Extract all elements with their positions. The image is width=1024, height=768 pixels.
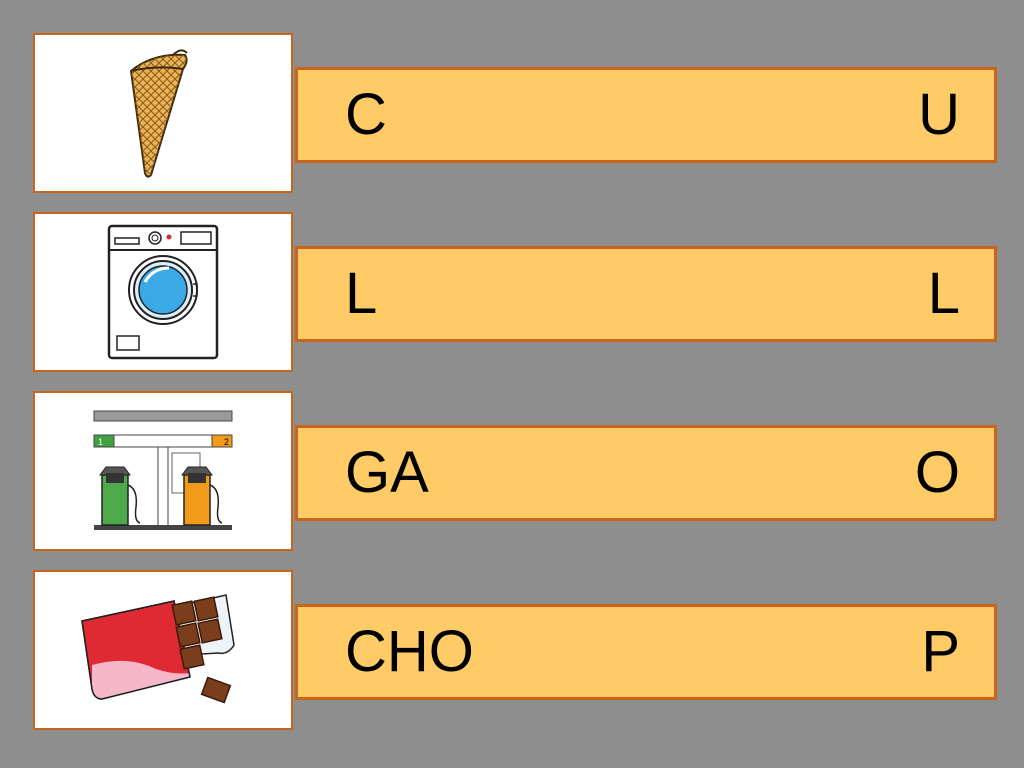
word-bar-1[interactable]: C U <box>295 67 997 163</box>
word-row-2: L L <box>0 212 1024 376</box>
word-end: O <box>914 440 960 505</box>
word-end: L <box>927 261 960 326</box>
word-start: GA <box>345 440 429 505</box>
chocolate-bar-icon <box>81 594 235 704</box>
word-bar-2[interactable]: L L <box>295 246 997 342</box>
gas-station-icon: 1 2 <box>93 410 233 530</box>
picture-card-1[interactable] <box>33 33 293 193</box>
pump-number-1: 1 <box>98 437 103 447</box>
word-row-1: C U <box>0 33 1024 197</box>
word-start: L <box>345 261 378 326</box>
word-row-3: 1 2 GA O <box>0 391 1024 555</box>
word-end: U <box>918 82 960 147</box>
pump-number-2: 2 <box>224 437 229 447</box>
washing-machine-icon <box>107 224 219 360</box>
word-row-4: CHO P <box>0 570 1024 734</box>
word-end: P <box>921 619 960 684</box>
word-start: CHO <box>345 619 474 684</box>
word-bar-4[interactable]: CHO P <box>295 604 997 700</box>
picture-card-2[interactable] <box>33 212 293 372</box>
ice-cream-cone-icon <box>129 49 188 178</box>
word-start: C <box>345 82 387 147</box>
picture-card-4[interactable] <box>33 570 293 730</box>
picture-card-3[interactable]: 1 2 <box>33 391 293 551</box>
word-bar-3[interactable]: GA O <box>295 425 997 521</box>
